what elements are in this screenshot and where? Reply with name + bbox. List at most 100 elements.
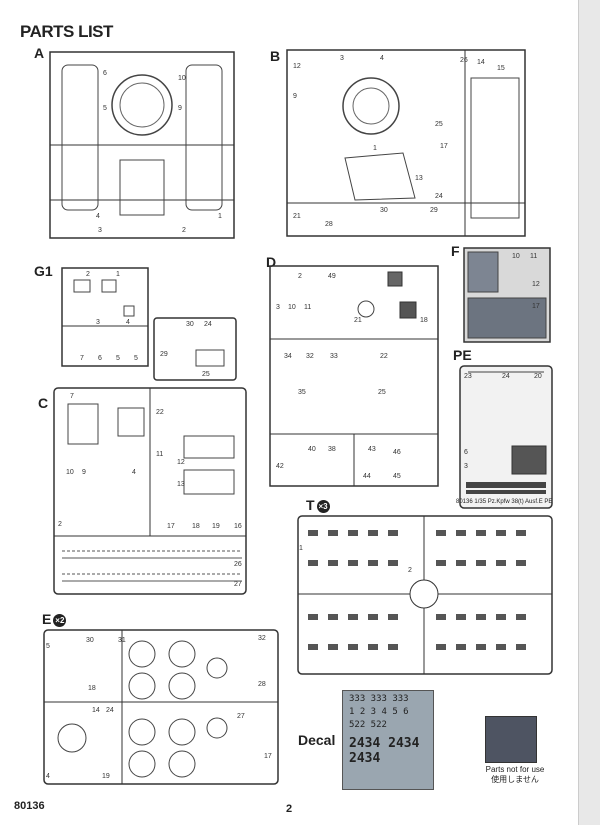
page-title: PARTS LIST [20,22,113,41]
svg-text:28: 28 [325,221,333,228]
svg-text:2: 2 [58,521,62,528]
svg-text:35: 35 [298,389,306,396]
svg-text:2: 2 [182,227,186,234]
svg-text:25: 25 [435,121,443,128]
svg-text:11: 11 [530,253,537,260]
svg-text:17: 17 [167,523,175,530]
svg-text:18: 18 [192,523,200,530]
svg-text:1: 1 [299,545,303,552]
svg-text:29: 29 [160,351,168,358]
svg-text:5: 5 [134,355,138,362]
decal-row: 2434 2434 2434 [349,736,420,766]
svg-text:26: 26 [234,561,242,568]
sprue-g1-frame: 2 1 3 4 7 6 5 5 [61,267,149,367]
decal-sheet: 333 333 333 1 2 3 4 5 6 522 522 2434 243… [342,690,434,790]
sprue-label-t: T×3 [306,497,330,513]
svg-text:22: 22 [380,353,388,360]
svg-text:44: 44 [363,473,371,480]
svg-text:5: 5 [46,643,50,650]
svg-text:20: 20 [534,373,542,380]
svg-text:21: 21 [354,317,362,324]
svg-text:4: 4 [46,773,50,780]
svg-text:16: 16 [234,523,242,530]
sprue-a-frame: 65 109 43 21 [49,51,235,239]
svg-text:5: 5 [116,355,120,362]
svg-text:30: 30 [186,321,194,328]
svg-text:26: 26 [460,57,468,64]
svg-text:2: 2 [408,567,412,574]
sprue-label-c: C [38,395,49,411]
svg-text:49: 49 [328,273,336,280]
svg-text:9: 9 [82,469,86,476]
svg-text:18: 18 [88,685,96,692]
svg-text:14: 14 [477,59,485,66]
sprue-label-d: D [266,254,277,270]
svg-text:30: 30 [86,637,94,644]
svg-text:28: 28 [258,681,266,688]
svg-text:7: 7 [80,355,84,362]
svg-text:4: 4 [126,319,130,326]
svg-text:30: 30 [380,207,388,214]
svg-text:3: 3 [340,55,344,62]
svg-text:38: 38 [328,446,336,453]
svg-text:6: 6 [464,449,468,456]
svg-text:3: 3 [276,304,280,311]
svg-text:2: 2 [86,271,90,278]
svg-text:25: 25 [378,389,386,396]
svg-text:27: 27 [234,581,242,588]
svg-text:23: 23 [464,373,472,380]
kit-number: 80136 [14,800,45,812]
svg-text:11: 11 [304,304,311,311]
sprue-label-g1: G1 [34,263,53,279]
sprue-t-frame: 21 [297,515,553,675]
sprue-label-a: A [34,45,45,61]
decal-label: Decal [298,732,336,748]
svg-text:22: 22 [156,409,164,416]
svg-text:4: 4 [96,213,100,220]
svg-text:21: 21 [293,213,301,220]
svg-text:10: 10 [288,304,296,311]
svg-text:29: 29 [430,207,438,214]
sprue-label-f: F [451,243,460,259]
svg-text:24: 24 [106,707,114,714]
sprue-label-pe: PE [453,347,472,363]
svg-text:46: 46 [393,449,401,456]
svg-text:6: 6 [98,355,102,362]
svg-text:1: 1 [116,271,120,278]
not-for-use-swatch [485,716,537,763]
svg-text:6: 6 [103,70,107,77]
svg-text:1: 1 [218,213,222,220]
svg-text:43: 43 [368,446,376,453]
decal-row: 1 2 3 4 5 6 [349,707,409,717]
svg-text:40: 40 [308,446,316,453]
svg-text:10: 10 [66,469,74,476]
decal-row: 522 522 [349,720,387,730]
svg-text:27: 27 [237,713,245,720]
svg-text:18: 18 [420,317,428,324]
svg-text:2: 2 [298,273,302,280]
svg-text:1: 1 [373,145,377,152]
svg-text:12: 12 [532,281,540,288]
svg-text:24: 24 [435,193,443,200]
svg-text:32: 32 [258,635,266,642]
svg-text:15: 15 [497,65,505,72]
svg-text:5: 5 [103,105,107,112]
svg-text:9: 9 [178,105,182,112]
svg-text:25: 25 [202,371,210,378]
svg-text:3: 3 [96,319,100,326]
svg-text:19: 19 [102,773,110,780]
svg-text:10: 10 [178,75,186,82]
svg-text:17: 17 [440,143,448,150]
pe-caption: 80136 1/35 Pz.Kpfw 38(t) Ausf.E PE [456,499,553,505]
svg-text:33: 33 [330,353,338,360]
page-number: 2 [286,803,293,815]
svg-text:17: 17 [264,753,272,760]
svg-text:4: 4 [380,55,384,62]
svg-text:19: 19 [212,523,220,530]
svg-text:12: 12 [177,459,185,466]
